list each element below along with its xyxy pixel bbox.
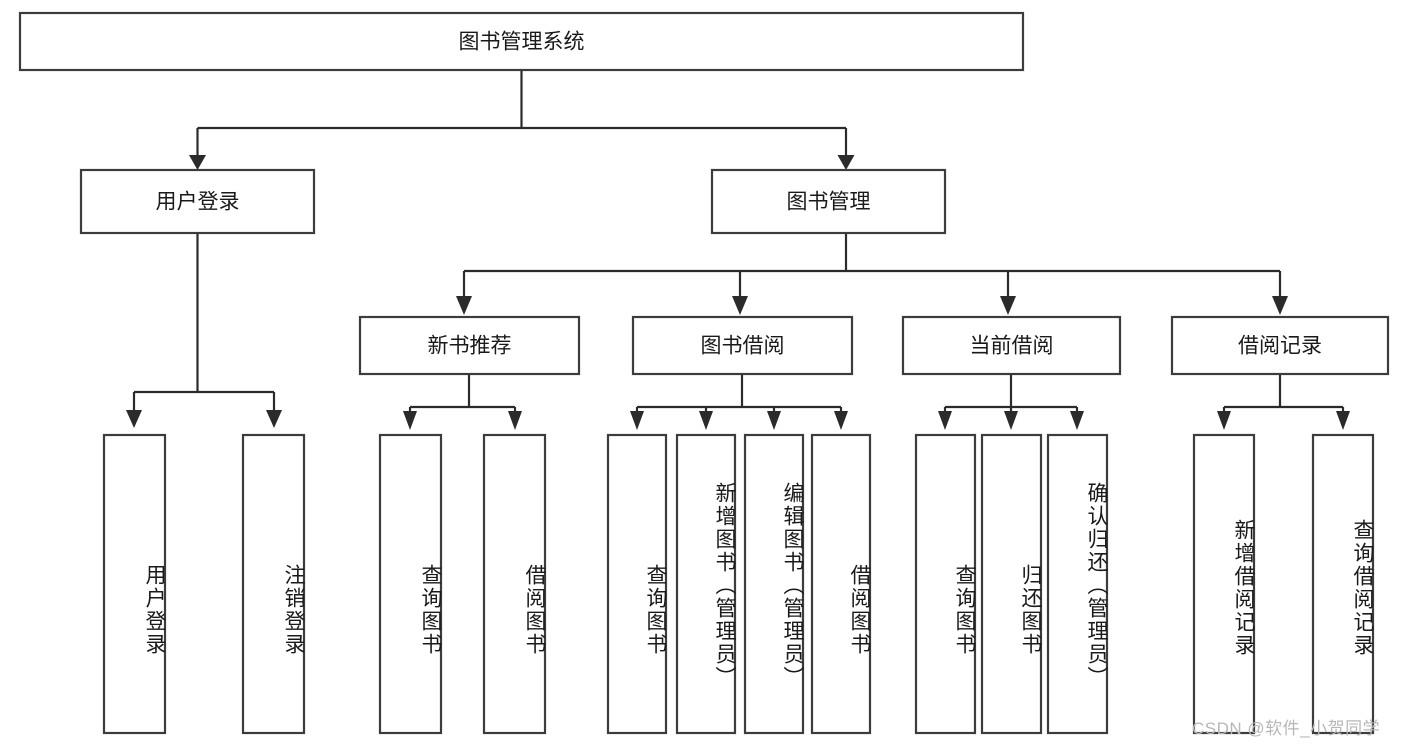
leaf-box-current-query[interactable] — [914, 433, 977, 735]
arrow-head-leaf-logout — [266, 410, 282, 428]
node-book-borrow-box[interactable] — [631, 315, 854, 376]
node-book-borrow-label: 图书借阅 — [701, 335, 785, 358]
connector-group-bookmgmt-to-level3 — [456, 233, 1288, 315]
node-book-management-box[interactable] — [710, 168, 947, 235]
arrow-head-book-mgmt — [837, 155, 855, 170]
arrow-head-current-borrow — [1000, 296, 1016, 315]
arrow-head-leaf-current-return — [1004, 411, 1018, 430]
leaf-box-borrow-query[interactable] — [606, 433, 668, 735]
connector-group-root-to-level2 — [189, 70, 855, 170]
leaf-box-record-add[interactable] — [1192, 433, 1256, 735]
connector-group-userlogin-to-leaves — [126, 233, 282, 428]
node-user-login-label: 用户登录 — [156, 191, 240, 214]
connector-group-currentborrow-to-leaves — [938, 374, 1084, 430]
leaf-box-borrow-add[interactable] — [675, 433, 737, 735]
leaf-box-record-query[interactable] — [1311, 433, 1375, 735]
node-new-book-recommend-box[interactable] — [358, 315, 581, 376]
arrow-head-book-borrow — [732, 296, 748, 315]
connector-group-bookborrow-to-leaves — [630, 374, 848, 430]
arrow-head-leaf-borrow-edit — [767, 411, 781, 430]
leaf-box-user-login[interactable] — [102, 433, 167, 735]
node-root-box[interactable] — [18, 11, 1025, 72]
leaf-box-newbook-borrow[interactable] — [482, 433, 547, 735]
arrow-head-leaf-user-login — [126, 410, 142, 428]
connector-group-borrowrecord-to-leaves — [1217, 374, 1350, 430]
node-borrow-record-label: 借阅记录 — [1238, 335, 1322, 358]
arrow-head-leaf-newbook-query — [403, 411, 417, 430]
leaf-box-borrow-borrow[interactable] — [810, 433, 872, 735]
node-root-label: 图书管理系统 — [459, 31, 585, 54]
csdn-watermark: CSDN @软件_小贺同学 — [1192, 719, 1381, 738]
arrow-head-leaf-record-add — [1217, 411, 1231, 430]
leaf-box-logout[interactable] — [241, 433, 306, 735]
node-borrow-record-box[interactable] — [1170, 315, 1390, 376]
arrow-head-leaf-current-confirm — [1070, 411, 1084, 430]
leaf-box-current-return[interactable] — [980, 433, 1043, 735]
leaf-box-borrow-edit[interactable] — [743, 433, 805, 735]
arrow-head-new-book-recommend — [456, 296, 472, 315]
arrow-head-leaf-newbook-borrow — [508, 411, 522, 430]
connector-group-newbook-to-leaves — [403, 374, 522, 430]
node-current-borrow-label: 当前借阅 — [970, 335, 1054, 358]
node-current-borrow-box[interactable] — [901, 315, 1122, 376]
arrow-head-leaf-borrow-query — [630, 411, 644, 430]
arrow-head-leaf-record-query — [1336, 411, 1350, 430]
arrow-head-borrow-record — [1272, 296, 1288, 315]
node-book-management-label: 图书管理 — [787, 191, 871, 214]
arrow-head-leaf-current-query — [938, 411, 952, 430]
arrow-head-user-login — [189, 155, 206, 170]
node-user-login-box[interactable] — [79, 168, 316, 235]
leaf-box-newbook-query[interactable] — [378, 433, 443, 735]
arrow-head-leaf-borrow-borrow — [834, 411, 848, 430]
leaf-box-current-confirm[interactable] — [1046, 433, 1109, 735]
node-new-book-recommend-label: 新书推荐 — [428, 335, 512, 358]
arrow-head-leaf-borrow-add — [699, 411, 713, 430]
